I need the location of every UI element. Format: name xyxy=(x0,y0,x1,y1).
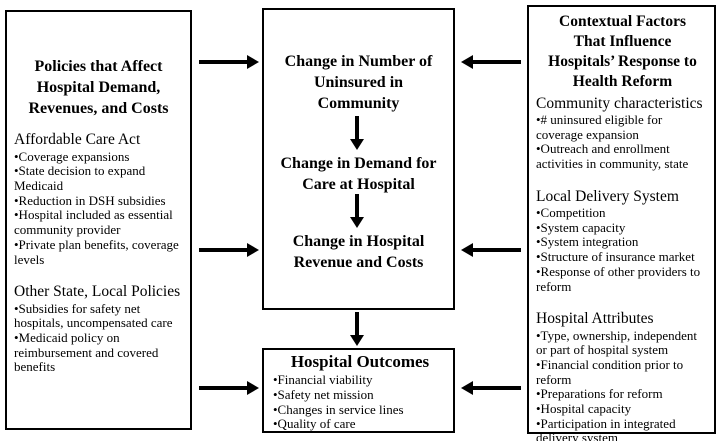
policies-box-title: Policies that Affect Hospital Demand, Re… xyxy=(28,58,169,118)
bullet-item: •Type, ownership, independent or part of… xyxy=(536,327,698,358)
bullet-item: •Participation in integrated delivery sy… xyxy=(536,415,676,441)
bullet-item: •Safety net mission xyxy=(273,387,374,403)
arrow-shaft xyxy=(472,248,521,252)
contextual-factors-box: Contextual Factors That Influence Hospit… xyxy=(527,5,716,441)
arrow-shaft xyxy=(472,386,521,390)
change-flow-box: Change in Number of Uninsured in Communi… xyxy=(262,8,455,310)
arrow-shaft xyxy=(355,116,359,140)
arrow-shaft xyxy=(355,194,359,218)
arrow-head xyxy=(350,139,364,150)
bullet-item: •System integration xyxy=(536,234,639,250)
flow-step-revenue: Change in Hospital Revenue and Costs xyxy=(292,233,425,271)
section-heading: Local Delivery System xyxy=(536,187,679,205)
arrow-head xyxy=(350,217,364,228)
bullet-item: •Response of other providers to reform xyxy=(536,263,701,294)
bullet-item: •Private plan benefits, coverage levels xyxy=(14,236,179,267)
bullet-item: •Coverage expansions xyxy=(14,148,130,164)
bullet-item: •Hospital included as essential communit… xyxy=(14,207,173,238)
context-section-hospital: Hospital Attributes •Type, ownership, in… xyxy=(536,309,709,441)
left-arrow-context-to-outcomes-icon xyxy=(461,381,521,395)
arrow-shaft xyxy=(199,386,248,390)
section-heading: Community characteristics xyxy=(536,94,703,112)
context-section-delivery: Local Delivery System •Competition •Syst… xyxy=(536,187,709,295)
arrow-shaft xyxy=(199,60,248,64)
right-arrow-policies-to-outcomes-icon xyxy=(199,381,259,395)
arrow-head xyxy=(461,381,473,395)
bullet-item: •Reduction in DSH subsidies xyxy=(14,192,166,208)
flow-step-uninsured: Change in Number of Uninsured in Communi… xyxy=(284,53,433,112)
bullet-item: •Quality of care xyxy=(273,416,356,432)
bullet-item: •Hospital capacity xyxy=(536,401,632,416)
bullet-item: •Structure of insurance market xyxy=(536,249,695,265)
section-heading: Hospital Attributes xyxy=(536,310,654,328)
bullet-item: •Changes in service lines xyxy=(273,401,404,417)
bullet-item: •Outreach and enrollment activities in c… xyxy=(536,141,689,171)
arrow-shaft xyxy=(199,248,248,252)
bullet-item: •State decision to expand Medicaid xyxy=(14,163,146,194)
arrow-head xyxy=(247,243,259,257)
section-heading: Other State, Local Policies xyxy=(14,283,181,301)
contextual-factors-title: Contextual Factors That Influence Hospit… xyxy=(548,13,697,91)
down-arrow-revenue-to-outcomes-icon xyxy=(350,312,364,346)
arrow-head xyxy=(247,55,259,69)
policies-box: Policies that Affect Hospital Demand, Re… xyxy=(5,10,192,430)
arrow-shaft xyxy=(472,60,521,64)
bullet-item: •Competition xyxy=(536,205,606,221)
arrow-head xyxy=(247,381,259,395)
bullet-item: •# uninsured eligible for coverage expan… xyxy=(536,111,663,142)
section-heading: Affordable Care Act xyxy=(14,131,141,149)
bullet-item: •System capacity xyxy=(536,219,626,235)
flow-step-demand: Change in Demand for Care at Hospital xyxy=(280,155,437,193)
right-arrow-policies-to-revenue-icon xyxy=(199,243,259,257)
left-arrow-context-to-revenue-icon xyxy=(461,243,521,257)
policies-section-aca: Affordable Care Act •Coverage expansions… xyxy=(14,130,183,267)
outcomes-box-title: Hospital Outcomes xyxy=(290,352,430,371)
arrow-shaft xyxy=(355,312,359,336)
arrow-head xyxy=(461,243,473,257)
left-arrow-context-to-uninsured-icon xyxy=(461,55,521,69)
bullet-item: •Preparations for reform xyxy=(536,386,663,402)
bullet-item: •Financial condition prior to reform xyxy=(536,356,684,387)
bullet-item: •Medicaid policy on reimbursement and co… xyxy=(14,329,159,375)
down-arrow-uninsured-to-demand-icon xyxy=(350,116,364,150)
bullet-item: •Subsidies for safety net hospitals, unc… xyxy=(14,300,173,331)
policies-section-other: Other State, Local Policies •Subsidies f… xyxy=(14,282,183,375)
context-section-community: Community characteristics •# uninsured e… xyxy=(536,94,709,172)
bullet-item: •Financial viability xyxy=(273,372,373,388)
arrow-head xyxy=(350,335,364,346)
right-arrow-policies-to-uninsured-icon xyxy=(199,55,259,69)
arrow-head xyxy=(461,55,473,69)
hospital-outcomes-box: Hospital Outcomes •Financial viability •… xyxy=(262,348,455,433)
down-arrow-demand-to-revenue-icon xyxy=(350,194,364,228)
